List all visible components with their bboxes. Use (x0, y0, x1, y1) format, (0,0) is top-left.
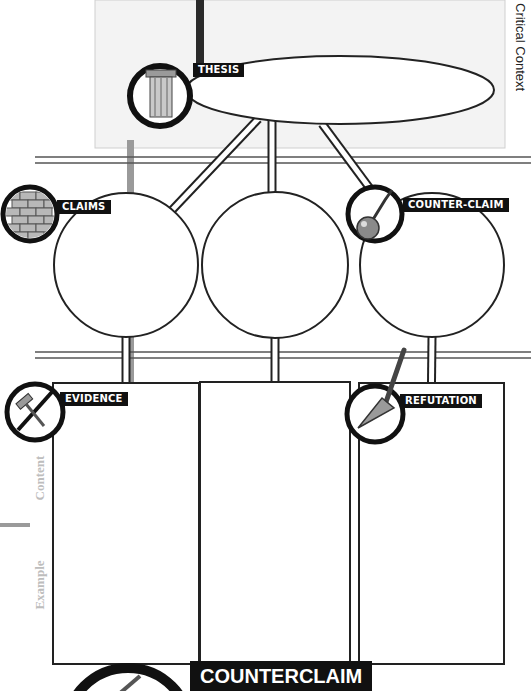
tube-inner (124, 337, 129, 382)
thesis-badge (130, 66, 190, 126)
blank-box (200, 382, 350, 665)
thesis-oval: THESIS (185, 55, 495, 125)
footer-banner: COUNTERCLAIM (190, 661, 372, 691)
refutation-badge (347, 350, 404, 442)
badge-ring (66, 668, 190, 691)
ball-shine (361, 221, 367, 227)
brick (12, 232, 28, 240)
trowel-blade (358, 398, 394, 428)
brick (12, 200, 28, 208)
brick (20, 208, 36, 216)
evidence-box: EVIDENCE (52, 382, 200, 665)
tube-line (270, 121, 275, 193)
tube-connector (431, 337, 433, 382)
badge-ring (348, 187, 402, 241)
tube-connector (126, 337, 127, 382)
brick (20, 224, 36, 232)
brick (36, 224, 52, 232)
section-tag: CLAIMS (57, 200, 111, 214)
tube-line (273, 337, 278, 383)
brick (4, 224, 20, 232)
claims-badge (3, 187, 60, 241)
shadow-bar (0, 523, 30, 527)
faint-row-label: Content (32, 456, 48, 501)
counterclaim-badge (348, 187, 402, 241)
brick (28, 232, 44, 240)
brick (28, 216, 44, 224)
section-tag: THESIS (193, 63, 244, 77)
tube-inner (172, 119, 258, 210)
divider-rules (35, 157, 531, 358)
brick (20, 192, 36, 200)
wrecking-ball (357, 217, 379, 239)
hammer-handle (26, 404, 44, 426)
brick (36, 208, 52, 216)
divider-rule (35, 156, 531, 158)
brick (36, 192, 52, 200)
badge-ring (347, 386, 403, 442)
section-tag: COUNTER-CLAIM (403, 198, 509, 212)
tube-outer (122, 337, 131, 382)
brick (4, 192, 20, 200)
badge-ring (3, 187, 57, 241)
brick (4, 208, 20, 216)
brick (28, 200, 44, 208)
tube-connector (172, 119, 258, 210)
tube-inner (429, 337, 435, 382)
badge-ring (130, 66, 190, 126)
brick (44, 216, 60, 224)
evidence-badge (7, 384, 63, 440)
column-shaft (150, 77, 172, 117)
section-tag: REFUTATION (400, 394, 482, 408)
section-tag: EVIDENCE (60, 392, 128, 406)
claim-circle: CLAIMS (53, 192, 199, 338)
tube-outer (427, 337, 437, 382)
faint-row-label: Example (32, 560, 48, 609)
oval-outline (54, 193, 198, 337)
divider-rule (35, 357, 531, 359)
shadow-bar (196, 0, 204, 64)
divider-rule (35, 162, 531, 164)
brick (44, 200, 60, 208)
chain (112, 676, 140, 691)
column-flutes (155, 78, 167, 116)
column-capital (146, 70, 176, 77)
trowel-handle (386, 350, 404, 402)
brick (12, 216, 28, 224)
tube-line (271, 337, 280, 383)
box-outline (53, 383, 199, 664)
context-panel (95, 0, 505, 148)
brick-wall (4, 192, 60, 240)
side-label: Critical Context (513, 3, 528, 91)
tube-line (268, 121, 277, 193)
tube-outer (172, 119, 258, 210)
divider-rule (35, 351, 531, 353)
blank-circle (202, 192, 348, 338)
bottom-badge (66, 668, 190, 691)
box-outline (52, 382, 200, 665)
badge-ring (7, 384, 63, 440)
oval-outline (186, 56, 494, 124)
